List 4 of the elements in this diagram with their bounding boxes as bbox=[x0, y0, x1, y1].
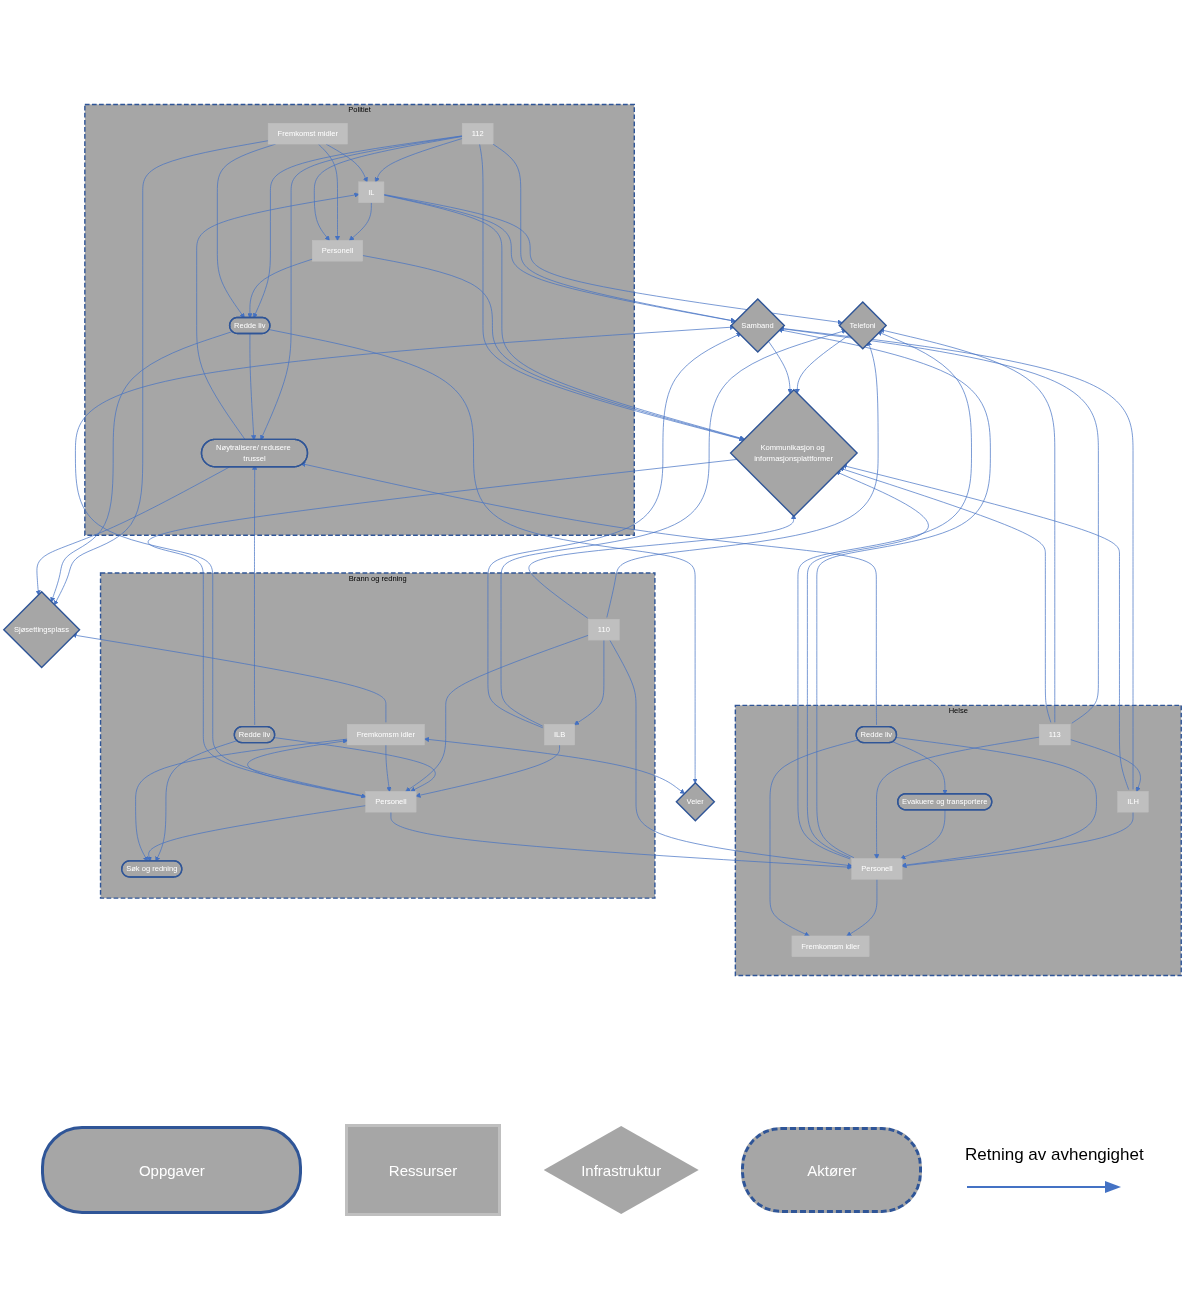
legend-resource-shape: Ressurser bbox=[345, 1124, 501, 1216]
legend-text: Retning av avhengighet bbox=[965, 1145, 1144, 1165]
legend-task-shape: Oppgaver bbox=[41, 1126, 303, 1214]
legend-actor-shape: Aktører bbox=[741, 1127, 923, 1213]
